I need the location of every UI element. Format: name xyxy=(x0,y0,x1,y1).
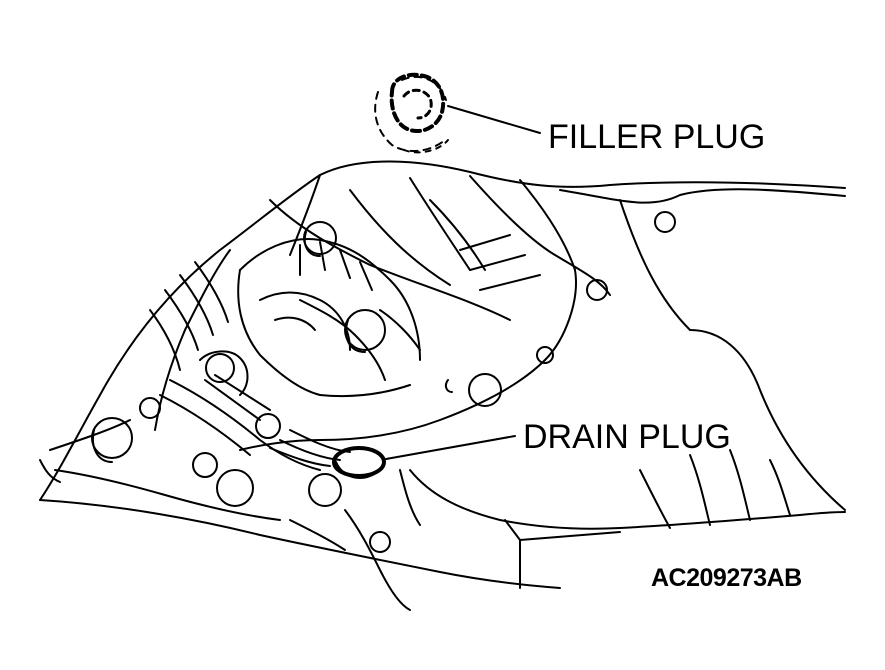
filler-plug-icon xyxy=(374,72,449,154)
figure-code: AC209273AB xyxy=(651,564,802,592)
bolt-bosses xyxy=(91,211,676,553)
transmission-housing xyxy=(39,160,846,611)
drain-plug-label: DRAIN PLUG xyxy=(523,418,731,456)
valve-body xyxy=(159,199,541,471)
drain-plug-leader xyxy=(385,435,516,460)
filler-plug-label: FILLER PLUG xyxy=(548,118,766,156)
drain-plug-icon xyxy=(332,446,386,479)
filler-plug-leader xyxy=(447,105,541,134)
